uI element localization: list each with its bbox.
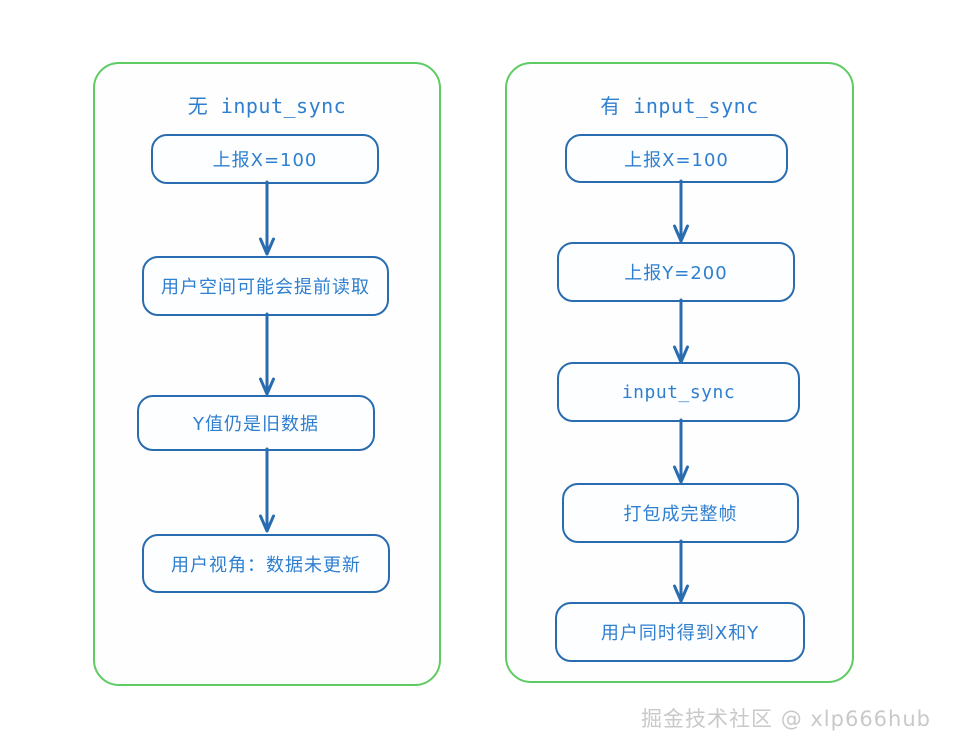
right-arrow-1 [673, 179, 689, 243]
left-node-2: 用户空间可能会提前读取 [142, 256, 389, 316]
left-node-4-label: 用户视角：数据未更新 [171, 554, 361, 576]
left-arrow-1 [259, 180, 275, 256]
right-node-5-label: 用户同时得到X和Y [600, 623, 760, 644]
watermark: 掘金技术社区 @ xlp666hub [641, 707, 931, 731]
right-arrow-4 [673, 539, 689, 603]
left-node-1: 上报X=100 [151, 134, 379, 184]
left-arrow-2 [259, 312, 275, 396]
left-node-3: Y值仍是旧数据 [137, 395, 375, 451]
panel-left-title: 无 input_sync [187, 94, 347, 118]
right-node-4: 打包成完整帧 [562, 483, 799, 543]
right-arrow-2 [673, 298, 689, 364]
panel-right-title: 有 input_sync [600, 94, 759, 118]
right-arrow-3 [673, 418, 689, 484]
right-node-4-label: 打包成完整帧 [623, 504, 738, 525]
left-node-4: 用户视角：数据未更新 [142, 534, 390, 593]
right-node-3-label: input_sync [621, 381, 736, 403]
right-node-1: 上报X=100 [565, 134, 788, 183]
right-node-2: 上报Y=200 [557, 242, 795, 302]
right-node-1-label: 上报X=100 [624, 149, 729, 171]
panel-with-input-sync: 有 input_sync 上报X=100 上报Y=200 input_sync [505, 62, 854, 683]
left-arrow-3 [259, 447, 275, 533]
left-node-3-label: Y值仍是旧数据 [193, 414, 319, 435]
right-node-2-label: 上报Y=200 [624, 263, 728, 284]
left-node-1-label: 上报X=100 [212, 150, 318, 171]
right-node-3: input_sync [557, 362, 800, 422]
panel-without-input-sync: 无 input_sync 上报X=100 用户空间可能会提前读取 Y值仍是旧数据 [93, 62, 441, 686]
left-node-2-label: 用户空间可能会提前读取 [161, 277, 370, 298]
right-node-5: 用户同时得到X和Y [555, 602, 805, 662]
